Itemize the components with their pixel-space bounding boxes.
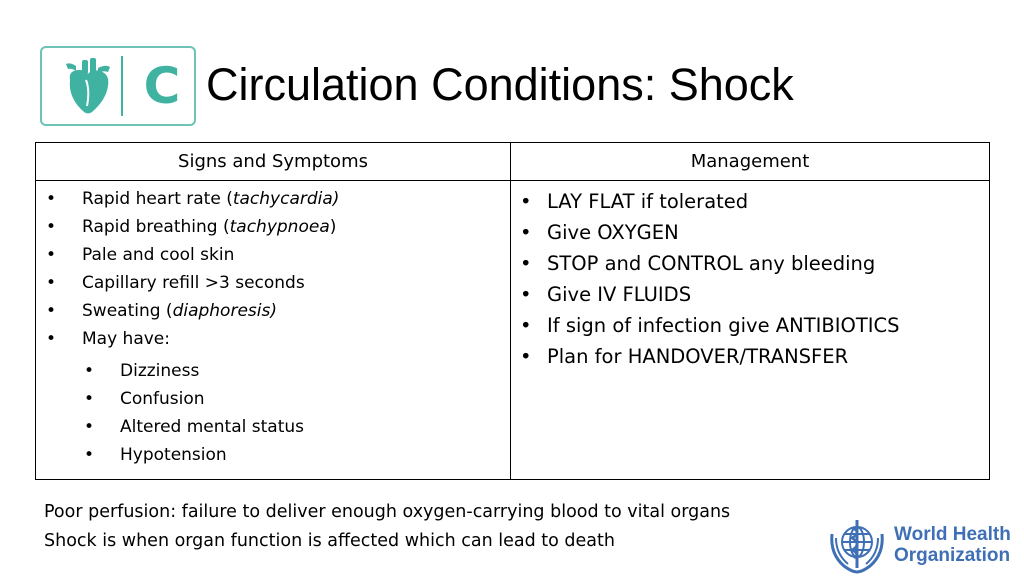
management-item: Give OXYGEN	[511, 217, 989, 248]
management-item: If sign of infection give ANTIBIOTICS	[511, 310, 989, 341]
heart-icon	[66, 58, 110, 114]
management-header: Management	[510, 142, 990, 181]
sign-item: Capillary refill >3 seconds	[36, 269, 510, 297]
who-logo: World Health Organization	[826, 514, 1018, 574]
page-title: Circulation Conditions: Shock	[206, 59, 794, 110]
signs-header: Signs and Symptoms	[35, 142, 511, 181]
may-have-list: Dizziness Confusion Altered mental statu…	[36, 353, 510, 469]
may-have-item: Altered mental status	[36, 413, 510, 441]
sign-item: Pale and cool skin	[36, 241, 510, 269]
sign-item: Rapid heart rate (tachycardia)	[36, 185, 510, 213]
signs-cell: Rapid heart rate (tachycardia) Rapid bre…	[35, 180, 511, 480]
management-item: Plan for HANDOVER/TRANSFER	[511, 341, 989, 372]
management-item: Give IV FLUIDS	[511, 279, 989, 310]
may-have-item: Hypotension	[36, 441, 510, 469]
sign-item: Rapid breathing (tachypnoea)	[36, 213, 510, 241]
badge-divider	[121, 56, 123, 116]
may-have-item: Dizziness	[36, 357, 510, 385]
management-cell: LAY FLAT if tolerated Give OXYGEN STOP a…	[510, 180, 990, 480]
management-item: STOP and CONTROL any bleeding	[511, 248, 989, 279]
management-list: LAY FLAT if tolerated Give OXYGEN STOP a…	[511, 181, 989, 372]
may-have-item: Confusion	[36, 385, 510, 413]
management-item: LAY FLAT if tolerated	[511, 186, 989, 217]
footer-notes: Poor perfusion: failure to deliver enoug…	[44, 498, 730, 556]
who-emblem-icon	[830, 520, 884, 574]
signs-list: Rapid heart rate (tachycardia) Rapid bre…	[36, 181, 510, 353]
section-letter: C	[143, 57, 181, 115]
shock-table: Signs and Symptoms Management Rapid hear…	[35, 142, 990, 480]
sign-item: Sweating (diaphoresis)	[36, 297, 510, 325]
footer-line: Poor perfusion: failure to deliver enoug…	[44, 502, 731, 522]
section-badge: C	[40, 46, 196, 126]
sign-item: May have:	[36, 325, 510, 353]
footer-line: Shock is when organ function is affected…	[44, 531, 615, 551]
who-name: World Health Organization	[894, 524, 1011, 566]
